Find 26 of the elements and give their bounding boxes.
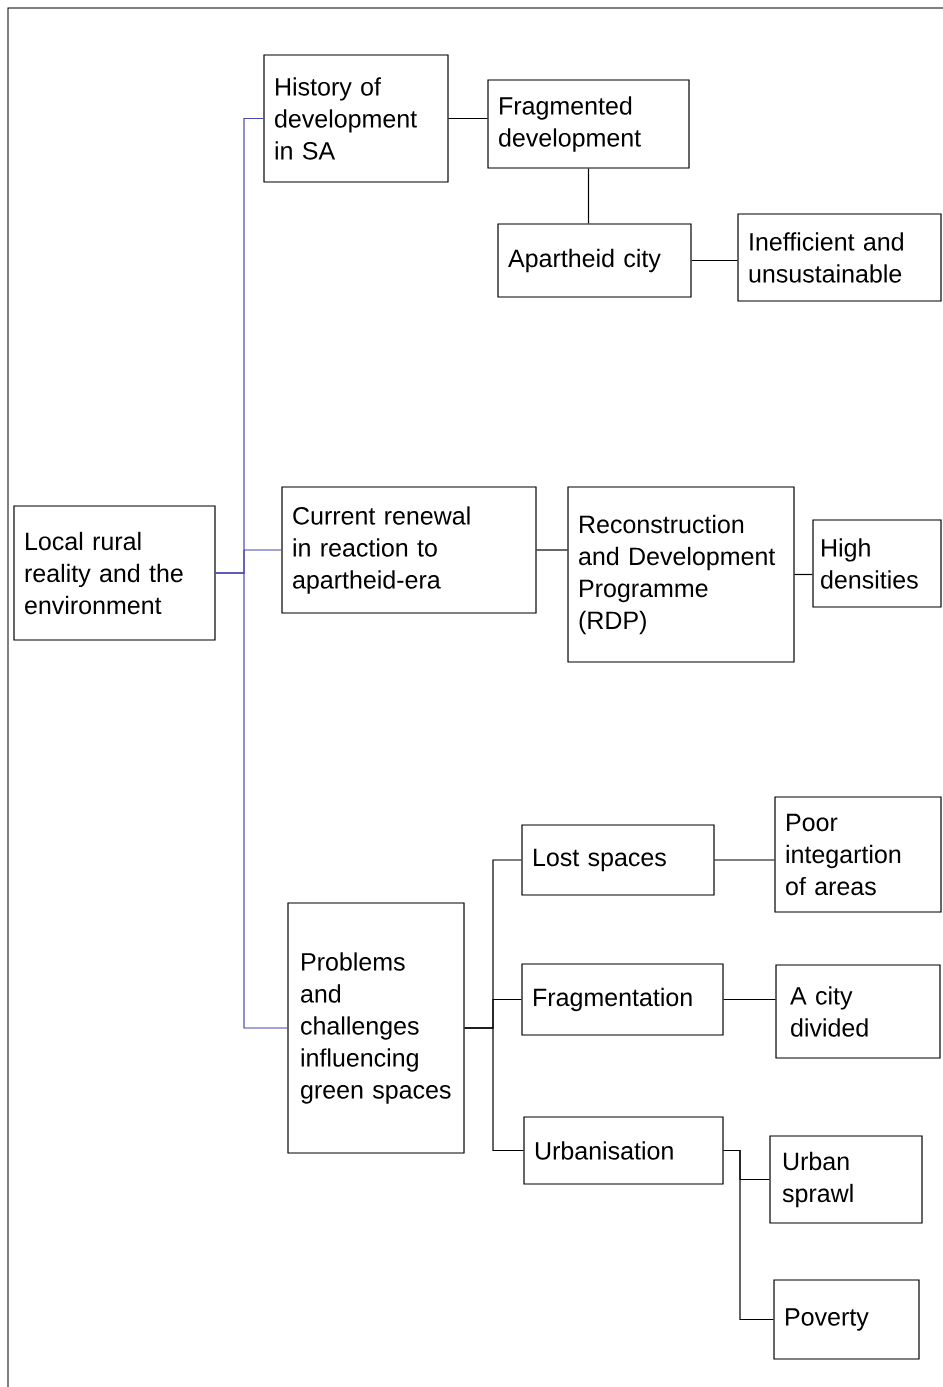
text-box: Fragmentation bbox=[521, 963, 724, 1036]
text-box: Current renewal in reaction to apartheid-era bbox=[281, 486, 537, 614]
text-box: Lost spaces bbox=[521, 824, 715, 896]
text-box: Apartheid city bbox=[497, 223, 692, 298]
connector-line bbox=[448, 117, 488, 120]
text-box: Local rural reality and the environment bbox=[13, 505, 216, 641]
text-box: Poor integartion of areas bbox=[774, 796, 942, 913]
text-box: Poverty bbox=[773, 1279, 920, 1360]
text-box: Fragmented development bbox=[487, 79, 690, 169]
connector-line bbox=[536, 549, 568, 551]
connector-line bbox=[723, 998, 776, 1001]
connector-line bbox=[587, 168, 590, 224]
connector-line bbox=[464, 1027, 524, 1152]
text-box: History of development in SA bbox=[263, 54, 449, 183]
connector-line bbox=[794, 573, 813, 576]
text-box: Reconstruction and Development Programme (RDP) bbox=[567, 486, 795, 663]
connector-line bbox=[723, 1149, 774, 1321]
text-box: Inefficient and unsustainable bbox=[737, 213, 942, 302]
connector-line bbox=[215, 572, 288, 1029]
text-box: Problems and challenges influencing green spaces bbox=[287, 902, 465, 1154]
text-box: Urban sprawl bbox=[769, 1135, 923, 1224]
connector-line bbox=[714, 859, 775, 861]
text-box: A city divided bbox=[775, 964, 941, 1059]
text-box: Urbanisation bbox=[523, 1116, 724, 1185]
text-box: High densities bbox=[812, 519, 942, 608]
connector-line bbox=[691, 259, 738, 262]
